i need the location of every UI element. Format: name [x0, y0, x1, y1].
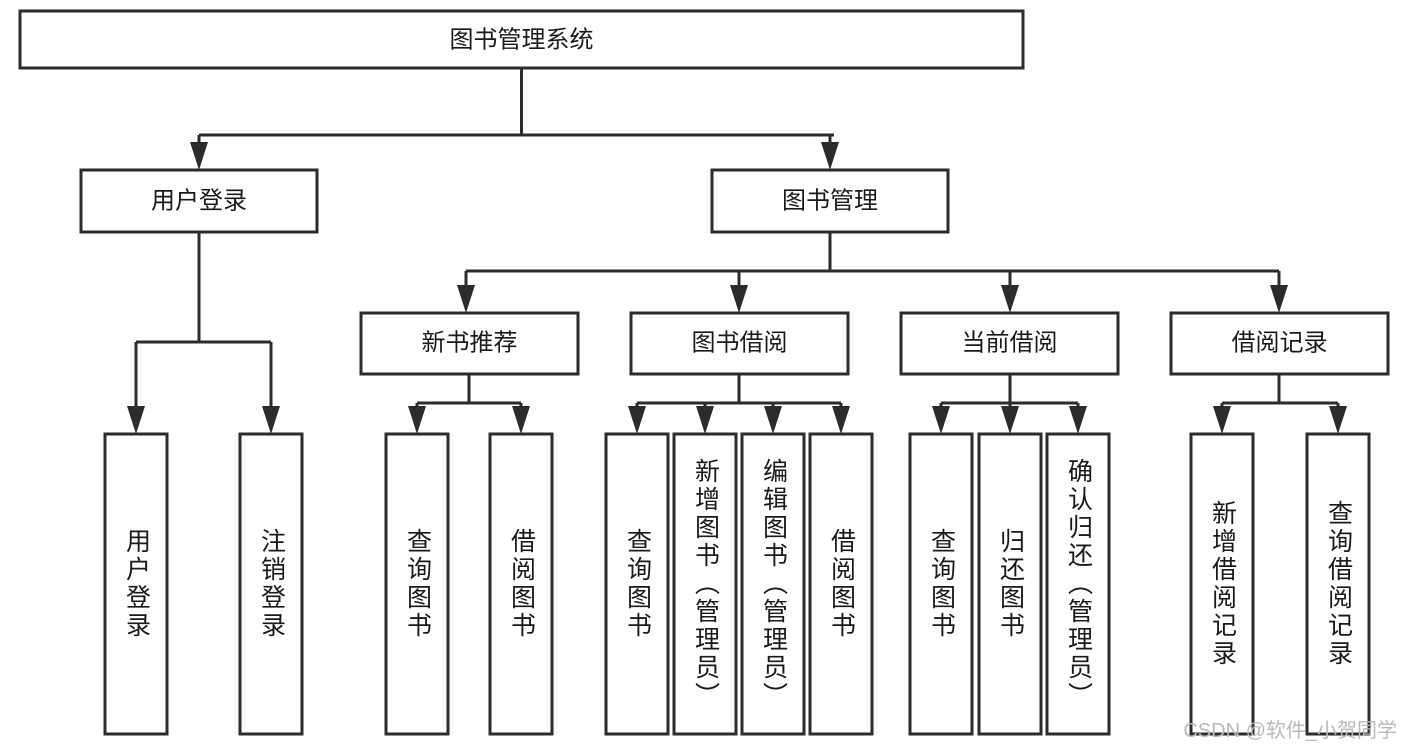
csdn-watermark: CSDN @软件_小贺同学	[1183, 720, 1397, 742]
leaf-box-query-book-2[interactable]	[604, 432, 670, 736]
node-book-manage[interactable]: 图书管理	[710, 168, 950, 234]
node-root[interactable]: 图书管理系统	[18, 9, 1025, 70]
leaf-box-logout[interactable]	[238, 432, 304, 736]
leaf-box-borrow-book-2[interactable]	[808, 432, 874, 736]
leaf-box-add-book[interactable]	[672, 432, 738, 736]
leaf-box-query-book-1[interactable]	[384, 432, 450, 736]
node-borrow-record[interactable]: 借阅记录	[1169, 311, 1390, 376]
connector-currentborrow-to-leaves	[932, 374, 1087, 434]
leaf-box-user-login[interactable]	[103, 432, 169, 736]
leaf-box-add-record[interactable]	[1189, 432, 1255, 736]
connector-bookmanage-to-level2	[457, 232, 1288, 313]
node-borrow-record-label: 借阅记录	[1232, 329, 1328, 356]
node-book-borrow[interactable]: 图书借阅	[629, 311, 850, 376]
node-root-label: 图书管理系统	[450, 26, 594, 53]
leaf-rects	[103, 432, 1371, 736]
connector-bookborrow-to-leaves	[628, 374, 850, 434]
leaf-box-borrow-book-1[interactable]	[488, 432, 554, 736]
leaf-box-return-book[interactable]	[977, 432, 1043, 736]
leaf-box-confirm-return[interactable]	[1045, 432, 1111, 736]
connector-userlogin-to-leaves	[127, 232, 280, 434]
node-book-manage-label: 图书管理	[782, 187, 878, 214]
node-current-borrow[interactable]: 当前借阅	[899, 311, 1120, 376]
connector-newbook-to-leaves	[408, 374, 530, 434]
connector-root-to-level1	[190, 68, 839, 170]
leaf-box-query-record[interactable]	[1305, 432, 1371, 736]
node-new-book-rec-label: 新书推荐	[422, 329, 518, 356]
connector-borrowrecord-to-leaves	[1213, 374, 1347, 434]
node-user-login[interactable]: 用户登录	[79, 168, 319, 234]
node-current-borrow-label: 当前借阅	[962, 329, 1058, 356]
leaf-box-edit-book[interactable]	[740, 432, 806, 736]
node-book-borrow-label: 图书借阅	[692, 329, 788, 356]
node-user-login-label: 用户登录	[151, 187, 247, 214]
node-new-book-rec[interactable]: 新书推荐	[359, 311, 580, 376]
leaf-box-query-book-3[interactable]	[908, 432, 974, 736]
